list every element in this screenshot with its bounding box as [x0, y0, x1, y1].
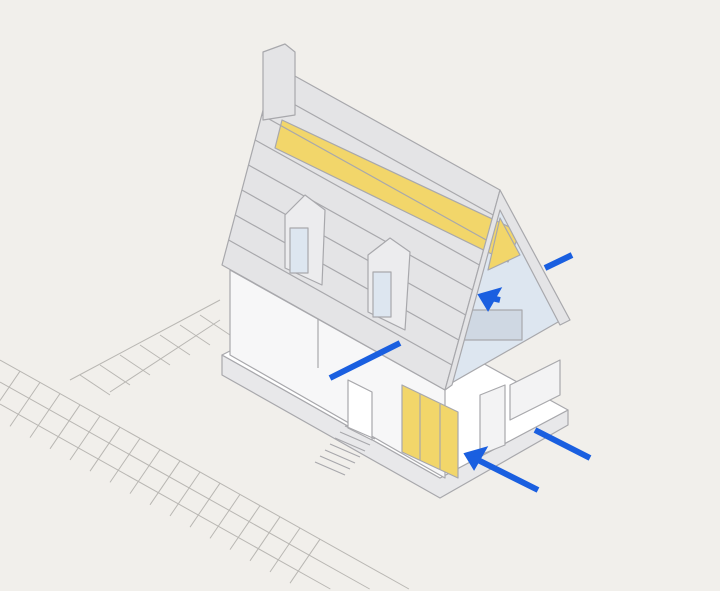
gable-insulation — [487, 217, 521, 271]
airflow-arrow — [533, 427, 592, 461]
chimney — [262, 43, 296, 121]
step — [344, 425, 376, 440]
airflow-arrow — [328, 340, 402, 381]
front-steps — [314, 425, 376, 476]
walkway-joint — [79, 374, 111, 396]
house — [221, 43, 571, 499]
roof-board-line — [248, 164, 473, 291]
walkway-joint — [159, 334, 191, 356]
dormer-right-window — [372, 271, 392, 318]
airflow-arrows — [328, 252, 592, 493]
arrow-head — [477, 287, 503, 312]
sidewalk-joint — [9, 382, 41, 427]
sidewalk-joint — [269, 527, 301, 573]
step — [334, 437, 366, 452]
sidewalk-joint — [209, 494, 241, 539]
walkway-edge — [69, 299, 221, 381]
arrow-head — [463, 446, 489, 471]
sidewalk-edge — [0, 359, 410, 590]
wall-insulation — [401, 384, 459, 479]
sidewalk-edge — [0, 403, 331, 590]
roof-board-line — [234, 214, 460, 341]
walkway-edge — [109, 319, 221, 393]
step — [314, 461, 346, 476]
gable-frame — [444, 189, 571, 391]
sidewalk-joint — [129, 449, 161, 494]
roof-board-line — [261, 114, 487, 241]
sidewalk-joint — [169, 471, 201, 517]
roof-boards — [228, 89, 494, 366]
sidewalk-joint — [289, 538, 321, 584]
walkway-joint — [99, 364, 131, 386]
kitchen-cabinet — [509, 359, 561, 421]
kitchen-counter — [479, 384, 506, 456]
sidewalk-joint — [89, 426, 121, 472]
sidewalk-joint — [229, 505, 261, 550]
sidewalk-joint — [49, 404, 81, 450]
sidewalk-joint — [149, 460, 181, 506]
walkway-joint — [119, 354, 151, 376]
sidewalk-joint — [69, 415, 101, 461]
sidewalk-joint — [109, 438, 141, 483]
sidewalk-joint — [189, 482, 221, 528]
sidewalk — [0, 299, 410, 590]
roof-board-line — [254, 139, 480, 266]
walkway-joint — [199, 314, 231, 336]
dormer-left-window — [289, 227, 309, 274]
roof-board-line — [228, 239, 453, 366]
sidewalk-edge — [0, 381, 370, 590]
walkway-joint — [139, 344, 171, 366]
roof-board-line — [241, 189, 466, 316]
airflow-arrow — [543, 252, 574, 271]
step — [319, 455, 351, 470]
step — [339, 431, 371, 446]
front-door — [347, 379, 373, 441]
sidewalk-joint — [29, 393, 61, 438]
sidewalk-joint — [249, 516, 281, 562]
step — [324, 449, 356, 464]
step — [329, 443, 361, 458]
roof-board-line — [268, 89, 494, 216]
sidewalk-joint — [0, 370, 21, 402]
walkway-joint — [179, 324, 211, 346]
